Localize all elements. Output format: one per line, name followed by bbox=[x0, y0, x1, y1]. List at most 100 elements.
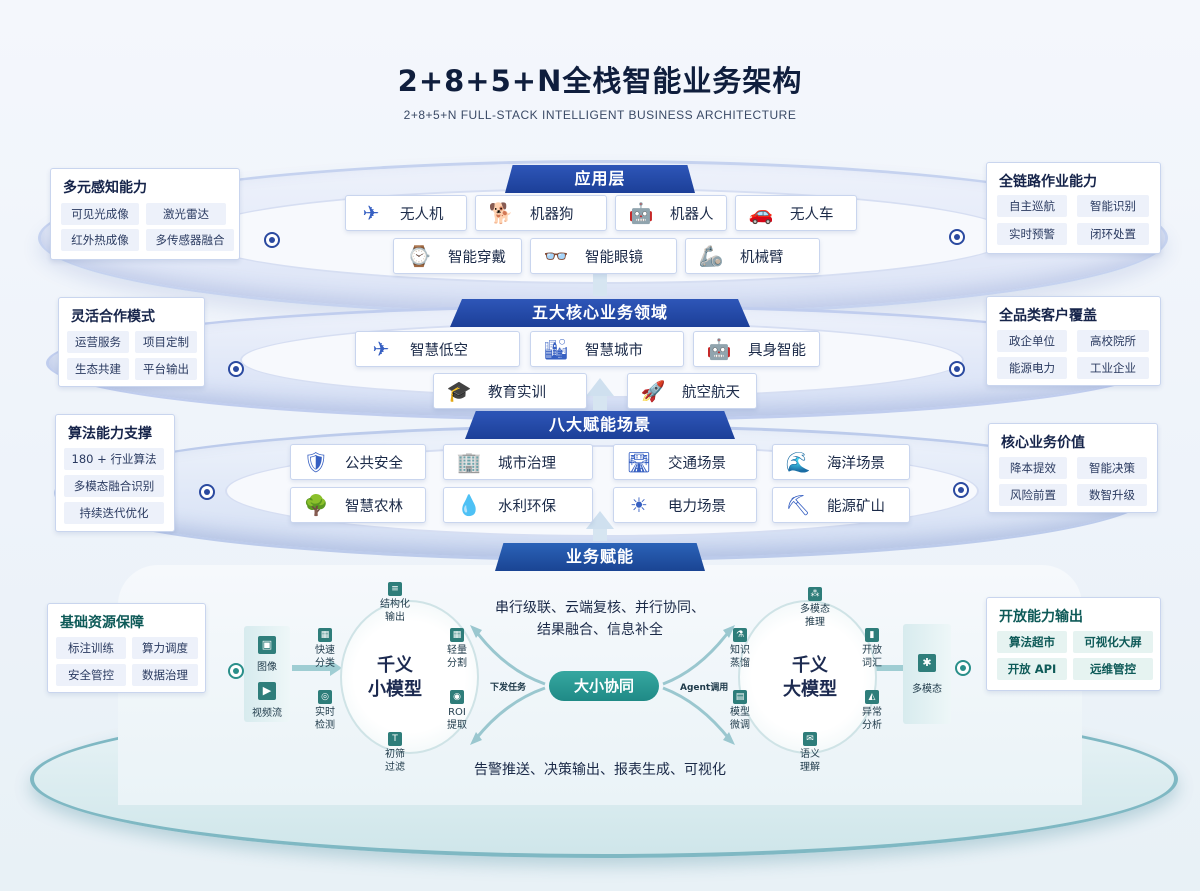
robot-icon: 🤖 bbox=[628, 201, 654, 225]
app-card-drone[interactable]: ✈无人机 bbox=[345, 195, 467, 231]
chip: 运营服务 bbox=[67, 331, 129, 353]
solar-panel-icon: ☀ bbox=[630, 493, 648, 517]
chip: 标注训练 bbox=[56, 637, 126, 659]
core-card-smart-city[interactable]: 🏙智慧城市 bbox=[530, 331, 684, 367]
panel-value: 核心业务价值 降本提效 智能决策 风险前置 数智升级 bbox=[988, 423, 1158, 513]
target-icon: ◉ bbox=[450, 690, 464, 704]
multimodal-icon: ✱ bbox=[918, 654, 936, 672]
app-card-arm[interactable]: 🦾机械臂 bbox=[685, 238, 820, 274]
chip: 自主巡航 bbox=[997, 195, 1067, 217]
chip: 政企单位 bbox=[997, 330, 1067, 352]
scene-card-ocean[interactable]: 🌊海洋场景 bbox=[772, 444, 910, 480]
app-card-robot-dog[interactable]: 🐕机器狗 bbox=[475, 195, 607, 231]
shield-icon: 🛡 bbox=[303, 450, 329, 474]
scene-card-traffic[interactable]: 🛣交通场景 bbox=[613, 444, 757, 480]
node-semantic: ✉语义 理解 bbox=[800, 732, 820, 773]
app-card-vehicle[interactable]: 🚗无人车 bbox=[735, 195, 857, 231]
node-roi: ◉ROI 提取 bbox=[447, 690, 467, 731]
page-title: 2+8+5+N全栈智能业务架构 bbox=[397, 64, 803, 98]
chip: 安全管控 bbox=[56, 664, 126, 686]
image-icon: ▣ bbox=[258, 636, 276, 654]
core-card-education[interactable]: 🎓教育实训 bbox=[433, 373, 587, 409]
node-realtime-detect: ◎实时 检测 bbox=[315, 690, 335, 731]
chip: 风险前置 bbox=[999, 484, 1067, 506]
page-subtitle: 2+8+5+N FULL-STACK INTELLIGENT BUSINESS … bbox=[403, 108, 797, 122]
chip: 工业企业 bbox=[1077, 357, 1149, 379]
drone-icon: ✈ bbox=[362, 201, 380, 225]
panel-fullchain: 全链路作业能力 自主巡航 智能识别 实时预警 闭环处置 bbox=[986, 162, 1161, 254]
chip: 持续迭代优化 bbox=[64, 502, 164, 524]
arrow-up-stem bbox=[593, 392, 607, 410]
robot-dog-icon: 🐕 bbox=[488, 201, 514, 225]
filter-icon: T bbox=[388, 732, 402, 746]
app-card-wearable[interactable]: ⌚智能穿戴 bbox=[393, 238, 522, 274]
rocket-icon: 🚀 bbox=[640, 379, 666, 403]
chip: 数智升级 bbox=[1077, 484, 1147, 506]
panel-resource: 基础资源保障 标注训练 算力调度 安全管控 数据治理 bbox=[47, 603, 206, 693]
connector-dot-icon bbox=[955, 660, 971, 676]
scene-card-agri[interactable]: 🌳智慧农林 bbox=[290, 487, 426, 523]
large-model-title: 千义 大模型 bbox=[783, 655, 837, 700]
node-mm-reasoning: ⁂多模态 推理 bbox=[800, 587, 830, 628]
small-model-title: 千义 小模型 bbox=[368, 655, 422, 700]
collab-top-text: 串行级联、云端复核、并行协同、 结果融合、信息补全 bbox=[495, 600, 705, 638]
chip: 降本提效 bbox=[999, 457, 1067, 479]
chip: 闭环处置 bbox=[1077, 223, 1149, 245]
scene-card-mining[interactable]: ⛏能源矿山 bbox=[772, 487, 910, 523]
chip: 多模态融合识别 bbox=[64, 475, 164, 497]
core-layer-banner: 五大核心业务领域 bbox=[450, 299, 750, 327]
book-icon: ▮ bbox=[865, 628, 879, 642]
city-icon: 🏙 bbox=[543, 337, 569, 361]
app-layer-banner: 应用层 bbox=[505, 165, 695, 193]
chat-icon: ✉ bbox=[803, 732, 817, 746]
empower-banner: 业务赋能 bbox=[495, 543, 705, 571]
connector-dot-icon bbox=[228, 663, 244, 679]
node-open-vocab: ▮开放 词汇 bbox=[862, 628, 882, 669]
app-card-robot[interactable]: 🤖机器人 bbox=[615, 195, 727, 231]
chip: 可见光成像 bbox=[61, 203, 139, 225]
core-card-low-altitude[interactable]: ✈智慧低空 bbox=[355, 331, 520, 367]
grid-icon: ▦ bbox=[318, 628, 332, 642]
chart-icon: ◭ bbox=[865, 690, 879, 704]
glasses-icon: 👓 bbox=[543, 244, 569, 268]
chip: 智能识别 bbox=[1077, 195, 1149, 217]
core-card-aerospace[interactable]: 🚀航空航天 bbox=[627, 373, 757, 409]
nodes-icon: ⁂ bbox=[808, 587, 822, 601]
drone-icon: ✈ bbox=[372, 337, 390, 361]
grid-icon: ▦ bbox=[450, 628, 464, 642]
connector-dot-icon bbox=[949, 361, 965, 377]
app-card-glasses[interactable]: 👓智能眼镜 bbox=[530, 238, 677, 274]
node-light-seg: ▦轻量 分割 bbox=[447, 628, 467, 669]
large-model-hub bbox=[738, 600, 877, 754]
chip: 远维管控 bbox=[1073, 658, 1153, 680]
arrow-up-stem bbox=[593, 525, 607, 541]
connector-dot-icon bbox=[949, 229, 965, 245]
input-gate-left: ▣ 图像 ▶ 视频流 bbox=[244, 626, 290, 722]
chip: 算法超市 bbox=[997, 631, 1067, 653]
flask-icon: ⚗ bbox=[733, 628, 747, 642]
robot-arm-icon: 🦾 bbox=[698, 244, 724, 268]
connector-dot-icon bbox=[199, 484, 215, 500]
search-icon: ◎ bbox=[318, 690, 332, 704]
graduation-cap-icon: 🎓 bbox=[446, 379, 472, 403]
scene-card-public-safety[interactable]: 🛡公共安全 bbox=[290, 444, 426, 480]
connector-dot-icon bbox=[953, 482, 969, 498]
panel-customers: 全品类客户覆盖 政企单位 高校院所 能源电力 工业企业 bbox=[986, 296, 1161, 386]
panel-open: 开放能力输出 算法超市 可视化大屏 开放 API 远维管控 bbox=[986, 597, 1161, 691]
layers-icon: ≡ bbox=[388, 582, 402, 596]
core-card-embodied[interactable]: 🤖具身智能 bbox=[693, 331, 820, 367]
connector-dot-icon bbox=[228, 361, 244, 377]
watch-icon: ⌚ bbox=[406, 244, 432, 268]
chip: 实时预警 bbox=[997, 223, 1067, 245]
node-finetune: ▤模型 微调 bbox=[730, 690, 750, 731]
collab-pill: 大小协同 bbox=[549, 671, 659, 701]
scene-card-water[interactable]: 💧水利环保 bbox=[443, 487, 593, 523]
chip: 生态共建 bbox=[67, 358, 129, 380]
chip: 平台输出 bbox=[135, 358, 197, 380]
scene-card-power[interactable]: ☀电力场景 bbox=[613, 487, 757, 523]
ocean-icon: 🌊 bbox=[785, 450, 811, 474]
mine-icon: ⛏ bbox=[785, 493, 811, 517]
dam-icon: 💧 bbox=[456, 493, 482, 517]
scene-card-urban-gov[interactable]: 🏢城市治理 bbox=[443, 444, 593, 480]
